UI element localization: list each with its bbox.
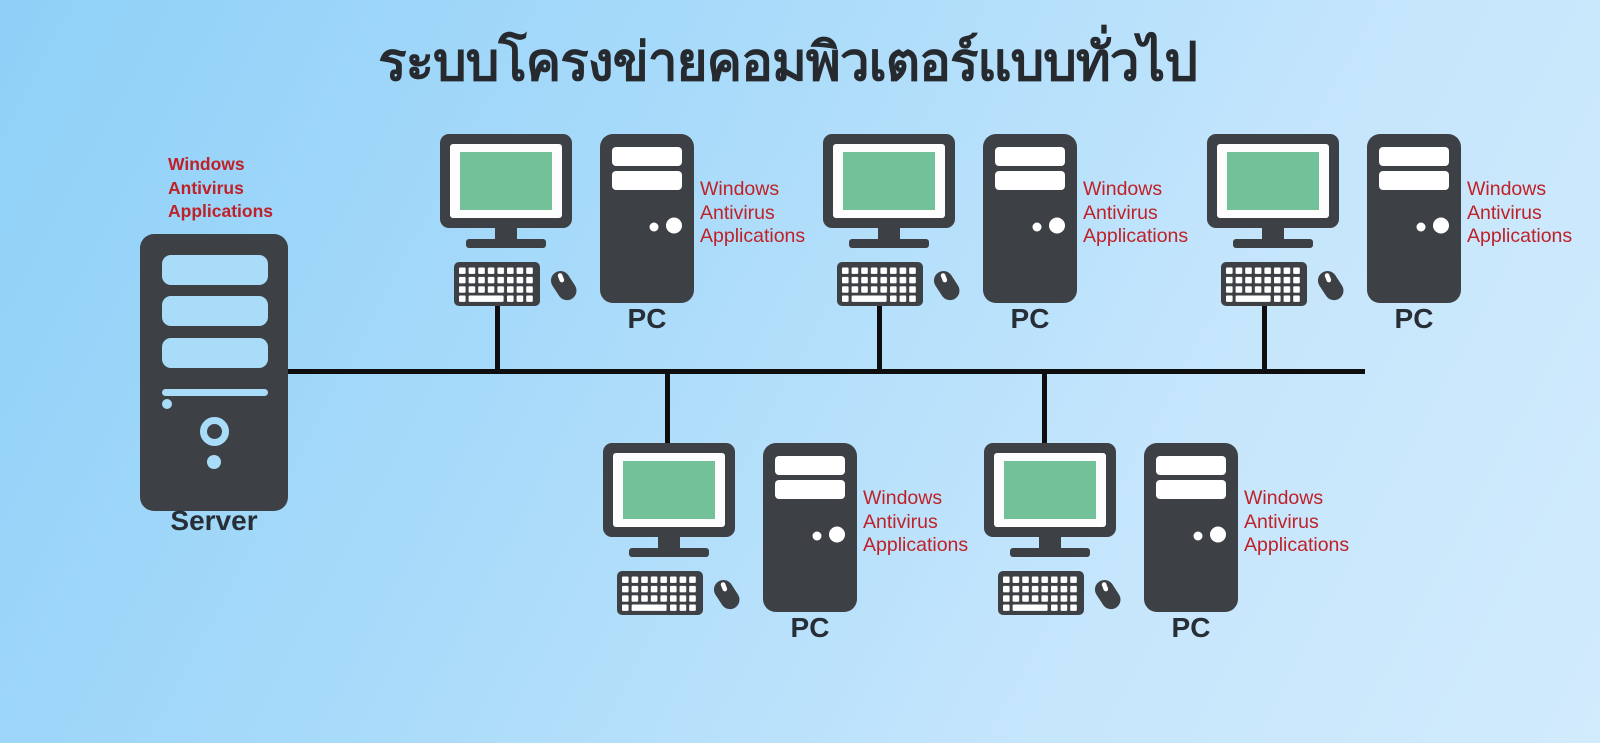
monitor-icon [984,443,1116,557]
mouse-icon [933,271,960,301]
connector-line-pc5 [1042,371,1047,447]
server-drive-bay [162,296,268,326]
antivirus-label-line: Applications [168,201,274,221]
workstation-graphic [440,134,694,306]
antivirus-label-line: Windows [1244,487,1324,509]
keyboard-icon [998,571,1084,615]
antivirus-label-line: Applications [700,225,806,247]
monitor-icon [1207,134,1339,248]
workstation-graphic [603,443,857,615]
pc-label: PC [790,612,830,643]
keyboard-icon [837,262,923,306]
pc-label: PC [627,303,667,334]
workstation-graphic [984,443,1238,615]
pc-label: PC [1394,303,1434,334]
workstation-graphic [823,134,1077,306]
server-button-dot [207,455,221,469]
antivirus-label-line: Windows [863,487,943,509]
server-power-ring [200,417,229,446]
tower-icon [600,134,694,303]
keyboard-icon [617,571,703,615]
keyboard-icon [454,262,540,306]
diagram-title: ระบบโครงข่ายคอมพิวเตอร์แบบทั่วไป [378,32,1198,93]
pc-label: PC [1171,612,1211,643]
workstation-graphic [1207,134,1461,306]
server-led-dot [162,399,172,409]
antivirus-label-line: Antivirus [700,201,775,224]
antivirus-label-line: Applications [1083,225,1189,247]
pc-label: PC [1010,303,1050,334]
antivirus-label-line: Applications [863,534,969,556]
server-drive-bay [162,338,268,368]
tower-icon [1367,134,1461,303]
server-label: Server [170,505,258,536]
antivirus-label-line: Antivirus [168,177,244,198]
tower-icon [983,134,1077,303]
antivirus-label-line: Applications [1244,534,1350,556]
network-bus-line [285,369,1365,374]
mouse-icon [1094,580,1121,610]
antivirus-label-line: Applications [1467,225,1573,247]
connector-line-pc2 [877,299,882,371]
antivirus-label-line: Antivirus [1244,510,1319,533]
tower-icon [763,443,857,612]
antivirus-label-line: Antivirus [863,510,938,533]
connector-line-pc1 [495,299,500,371]
server-icon [140,234,288,511]
connector-line-pc3 [1262,299,1267,371]
antivirus-label-line: Antivirus [1467,201,1542,224]
connector-line-pc4 [665,371,670,447]
mouse-icon [713,580,740,610]
antivirus-label-line: Windows [1083,178,1163,200]
monitor-icon [823,134,955,248]
keyboard-icon [1221,262,1307,306]
tower-icon [1144,443,1238,612]
monitor-icon [440,134,572,248]
antivirus-label-line: Windows [1467,178,1547,200]
antivirus-label-line: Windows [700,178,780,200]
monitor-icon [603,443,735,557]
server-antivirus-label: Windows Antivirus Applications [168,153,298,224]
antivirus-label-line: Windows [168,154,245,174]
mouse-icon [550,271,577,301]
server-vent-bar [162,389,268,396]
server-drive-bay [162,255,268,285]
antivirus-label-line: Antivirus [1083,201,1158,224]
mouse-icon [1317,271,1344,301]
